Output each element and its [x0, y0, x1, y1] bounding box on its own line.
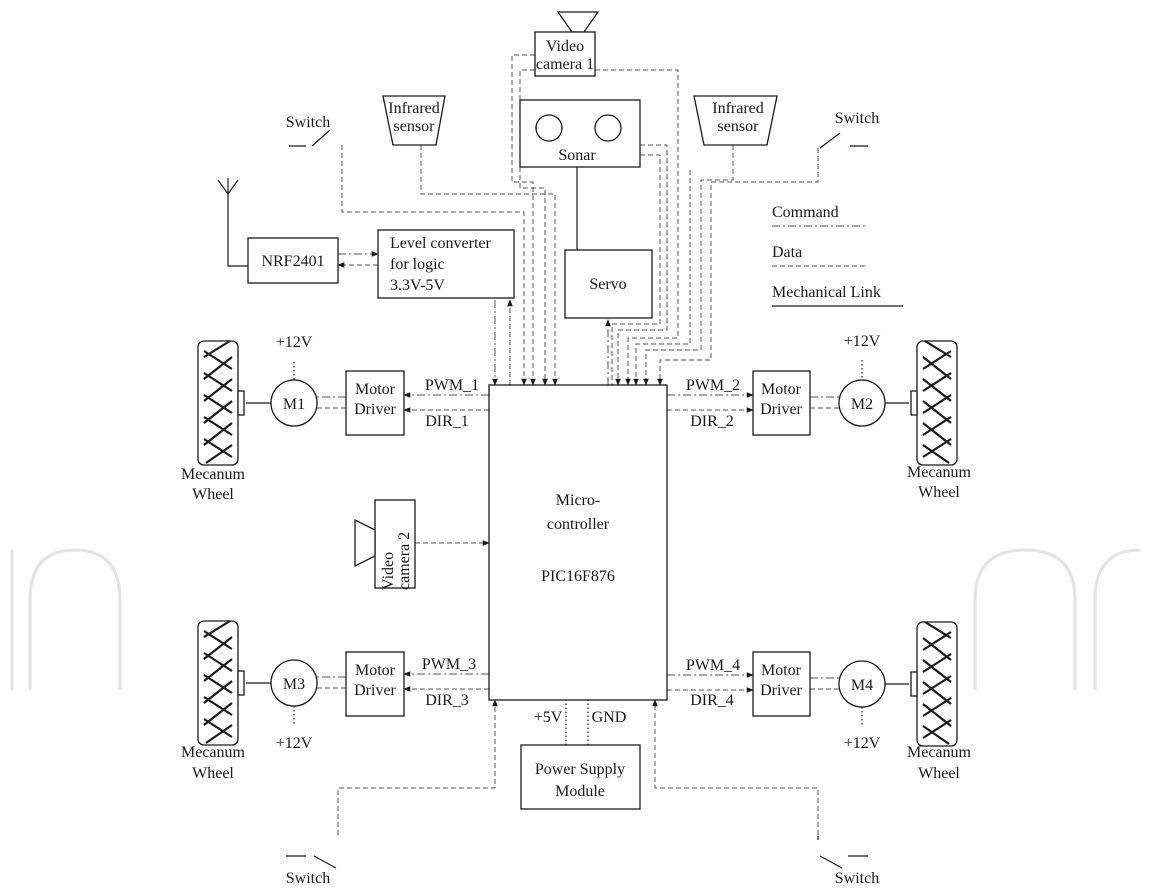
- mecanum-wheel-2: Mecanum Wheel: [907, 339, 972, 501]
- motor-driver-2-line1: Motor: [761, 381, 802, 398]
- motor-driver-4-line2: Driver: [760, 682, 802, 699]
- motor-driver-4-line1: Motor: [761, 662, 802, 679]
- infrared-left-label-line2: sensor: [394, 118, 436, 135]
- motor-driver-2: Motor Driver: [752, 370, 811, 436]
- motor-driver-3-line2: Driver: [354, 682, 396, 699]
- motor-m2: M2 +12V: [838, 333, 886, 427]
- microcontroller: Micro- controller PIC16F876: [488, 384, 668, 701]
- switch-bottom-right-label: Switch: [835, 870, 879, 887]
- infrared-right-label-line2: sensor: [718, 118, 760, 135]
- dir-2-label: DIR_2: [690, 413, 734, 430]
- wheel-3-label-line1: Mecanum: [181, 744, 246, 761]
- switch-bottom-left: Switch: [286, 855, 337, 887]
- switch-top-right-label: Switch: [835, 110, 879, 127]
- level-converter-line1: Level converter: [390, 235, 492, 252]
- switch-top-right: Switch: [819, 110, 879, 149]
- level-converter-line3: 3.3V-5V: [390, 277, 445, 294]
- dir-1-label: DIR_1: [425, 413, 469, 430]
- wheel-4-label-line2: Wheel: [918, 765, 960, 782]
- pwm-1-label: PWM_1: [425, 377, 479, 394]
- microcontroller-label-line2: controller: [547, 516, 610, 533]
- legend: Command Data Mechanical Link: [772, 204, 903, 307]
- infrared-right-label-line1: Infrared: [712, 100, 764, 117]
- motor-m4-label: M4: [851, 677, 873, 694]
- mecanum-wheel-1: Mecanum Wheel: [181, 339, 246, 503]
- microcontroller-label-line1: Micro-: [556, 492, 600, 509]
- motor-driver-1: Motor Driver: [345, 370, 405, 436]
- servo-label: Servo: [589, 276, 626, 293]
- watermark: [10, 548, 1141, 690]
- infrared-sensor-left: Infrared sensor: [382, 95, 446, 146]
- motor-m2-voltage: +12V: [844, 333, 881, 350]
- switch-bottom-right: Switch: [817, 836, 879, 887]
- microcontroller-model: PIC16F876: [541, 568, 615, 585]
- sonar: Sonar: [519, 99, 641, 168]
- wheel-2-label-line2: Wheel: [918, 484, 960, 501]
- wheel-1-label-line2: Wheel: [192, 486, 234, 503]
- power-supply-line2: Module: [555, 783, 605, 800]
- motor-m1-voltage: +12V: [276, 334, 313, 351]
- infrared-sensor-right: Infrared sensor: [693, 95, 778, 146]
- motor-m3-voltage: +12V: [276, 735, 313, 752]
- motor-m1-label: M1: [283, 396, 305, 413]
- infrared-left-label-line1: Infrared: [388, 100, 440, 117]
- motor-driver-4: Motor Driver: [752, 651, 811, 717]
- switch-top-left: Switch: [286, 114, 331, 147]
- legend-command: Command: [772, 204, 839, 221]
- legend-mechanical: Mechanical Link: [772, 284, 881, 301]
- wheel-1-label-line1: Mecanum: [181, 466, 246, 483]
- video-camera-2-line2: camera 2: [396, 532, 413, 590]
- wheel-2-label-line1: Mecanum: [907, 464, 972, 481]
- pwm-2-label: PWM_2: [686, 377, 740, 394]
- wheel-3-label-line2: Wheel: [192, 765, 234, 782]
- wheel-4-label-line1: Mecanum: [907, 744, 972, 761]
- nrf2401-label: NRF2401: [261, 253, 324, 270]
- motor-m4-voltage: +12V: [844, 735, 881, 752]
- video-camera-1: Video camera 1: [534, 11, 600, 77]
- pwm-3-label: PWM_3: [422, 656, 476, 673]
- plus5v-label: +5V: [534, 709, 563, 726]
- level-converter: Level converter for logic 3.3V-5V: [377, 229, 515, 299]
- legend-data: Data: [772, 244, 802, 261]
- motor-m3-label: M3: [283, 676, 305, 693]
- motor-m4: M4 +12V: [838, 660, 886, 752]
- switch-bottom-left-label: Switch: [286, 870, 330, 887]
- motor-m1: M1 +12V: [270, 334, 318, 427]
- power-supply-line1: Power Supply: [535, 761, 625, 778]
- motor-driver-2-line2: Driver: [760, 401, 802, 418]
- motor-m2-label: M2: [851, 396, 873, 413]
- pwm-4-label: PWM_4: [686, 657, 740, 674]
- motor-driver-3-line1: Motor: [355, 662, 396, 679]
- dir-4-label: DIR_4: [690, 692, 734, 709]
- switch-top-left-label: Switch: [286, 114, 330, 131]
- sonar-label: Sonar: [558, 147, 596, 164]
- mecanum-wheel-4: Mecanum Wheel: [907, 620, 972, 782]
- nrf2401-module: NRF2401: [247, 237, 339, 284]
- servo: Servo: [564, 249, 653, 319]
- video-camera-1-label-line2: camera 1: [536, 56, 594, 73]
- video-camera-2: Video camera 2: [354, 499, 416, 590]
- video-camera-1-label-line1: Video: [546, 38, 584, 55]
- power-supply-module: Power Supply Module: [520, 744, 641, 810]
- motor-driver-1-line1: Motor: [355, 381, 396, 398]
- video-camera-2-line1: Video: [380, 552, 397, 590]
- level-converter-line2: for logic: [390, 256, 445, 273]
- motor-m3: M3 +12V: [270, 659, 318, 752]
- gnd-label: GND: [592, 709, 627, 726]
- motor-driver-1-line2: Driver: [354, 401, 396, 418]
- motor-driver-3: Motor Driver: [345, 651, 405, 717]
- mecanum-wheel-3: Mecanum Wheel: [181, 619, 246, 782]
- dir-3-label: DIR_3: [425, 692, 469, 709]
